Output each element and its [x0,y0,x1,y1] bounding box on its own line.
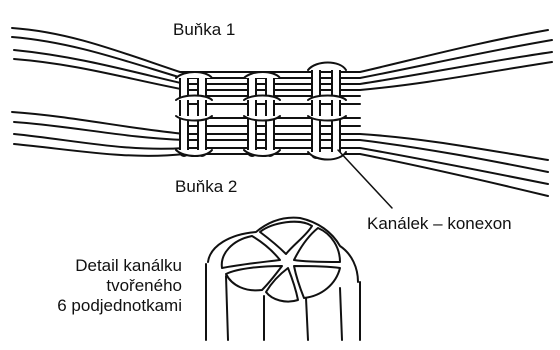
detail-caption-line-3: 6 podjednotkami [18,296,182,316]
subunit-1 [260,222,312,254]
subunit-5 [226,266,282,290]
detail-caption: Detail kanálku tvořeného 6 podjednotkami [18,256,182,316]
connexon-detail [206,218,360,340]
subunit-2 [294,228,340,262]
channel-label: Kanálek – konexon [367,214,512,234]
cell-2-label: Buňka 2 [175,177,237,197]
subunit-4 [266,268,298,302]
cell-1-label: Buňka 1 [173,20,235,40]
cell-1-membrane [12,28,552,104]
subunit-3 [294,266,340,298]
detail-caption-line-1: Detail kanálku [18,256,182,276]
detail-caption-line-2: tvořeného [18,276,182,296]
cell-2-membrane [12,112,548,196]
